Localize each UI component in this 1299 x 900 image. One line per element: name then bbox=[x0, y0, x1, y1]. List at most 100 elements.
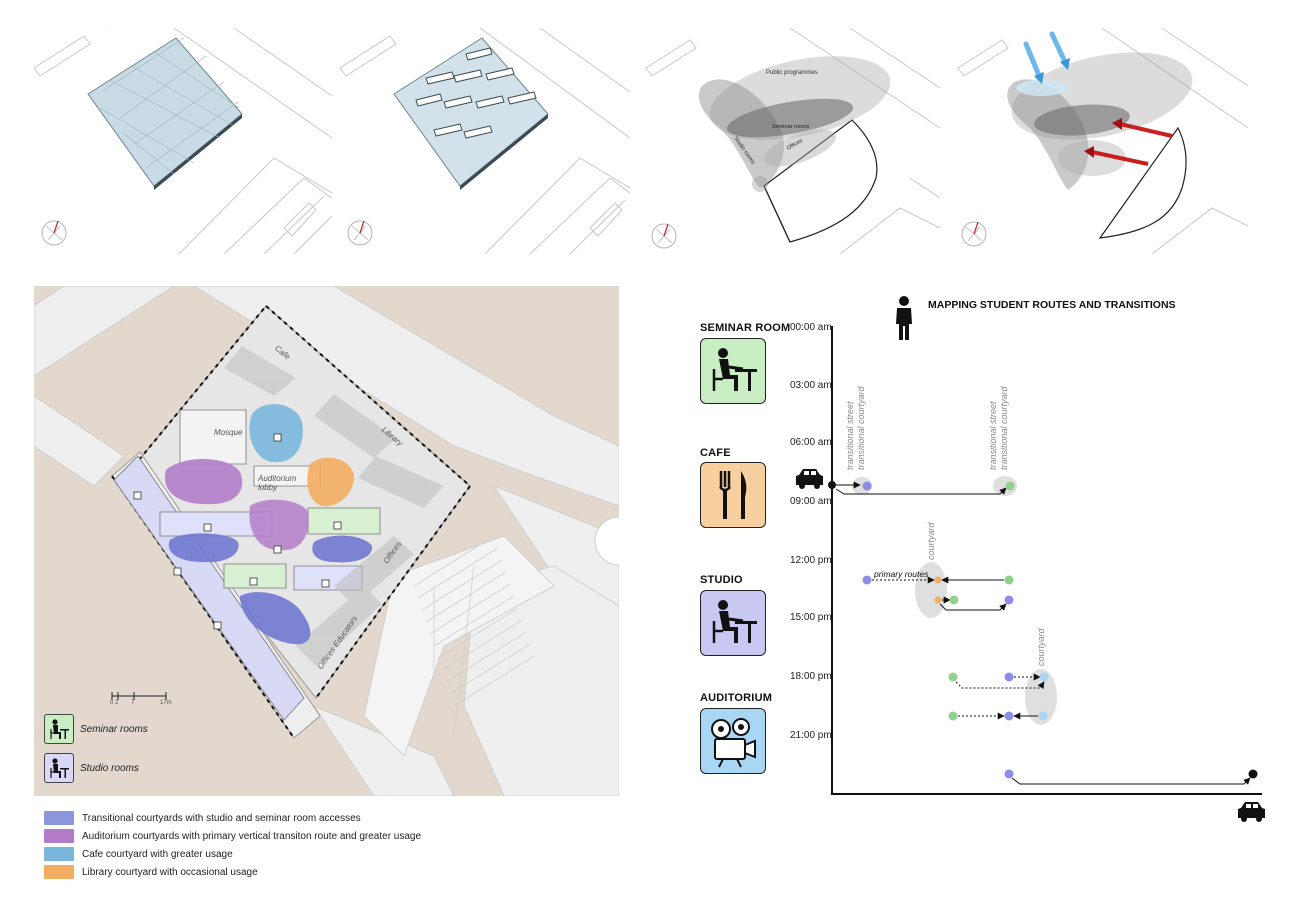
route-end-dot bbox=[1248, 769, 1258, 779]
wind-arrows-icon bbox=[1084, 118, 1173, 166]
legend-studio-rooms-label: Studio rooms bbox=[80, 762, 139, 774]
route-node-5 bbox=[934, 576, 942, 584]
fork-knife-icon bbox=[719, 471, 747, 519]
time-label-0900: 09:00 am bbox=[790, 496, 832, 507]
car-icon-start bbox=[796, 469, 823, 489]
routes-axes bbox=[831, 326, 1262, 795]
annotation-courtyard-1: courtyard bbox=[926, 522, 936, 560]
route-node-12 bbox=[948, 711, 958, 721]
legend-row-library: Library courtyard with occasional usage bbox=[44, 864, 258, 880]
legend-swatch-auditorium bbox=[44, 829, 74, 843]
category-seminar-room-tile bbox=[700, 338, 766, 404]
scale-tick-7: 7 bbox=[131, 700, 135, 706]
north-arrow-icon bbox=[347, 220, 373, 246]
halo-morning-1 bbox=[852, 477, 872, 495]
sunlight-arrows-icon bbox=[1023, 31, 1070, 84]
legend-studio-rooms: Studio rooms bbox=[44, 753, 139, 783]
annotation-primary-routes: primary routes bbox=[874, 569, 929, 579]
route-arrow-11 bbox=[1011, 777, 1251, 785]
route-node-4 bbox=[1004, 575, 1014, 585]
category-seminar-room-label: SEMINAR ROOM bbox=[700, 322, 791, 334]
legend-swatch-cafe bbox=[44, 847, 74, 861]
time-label-0000: 00:00 am bbox=[790, 322, 832, 333]
car-icon-end bbox=[1238, 802, 1265, 822]
diagram-roof-openings-drawing bbox=[340, 28, 630, 254]
category-studio-label: STUDIO bbox=[700, 574, 743, 586]
legend-label-cafe: Cafe courtyard with greater usage bbox=[82, 848, 233, 860]
seminar-desk-icon bbox=[712, 348, 757, 391]
route-arrow-7 bbox=[955, 681, 1045, 690]
route-node-10 bbox=[1004, 672, 1014, 682]
route-node-3 bbox=[862, 575, 872, 585]
route-node-9 bbox=[948, 672, 958, 682]
diagram-roof-solid bbox=[34, 28, 332, 254]
time-label-1500: 15:00 pm bbox=[790, 612, 832, 623]
route-arrow-2 bbox=[835, 487, 1007, 495]
courtyard-cafe bbox=[249, 404, 303, 463]
time-label-2100: 21:00 pm bbox=[790, 730, 832, 741]
studio-desk-icon bbox=[712, 600, 757, 643]
halo-evening bbox=[1025, 669, 1057, 725]
legend-row-auditorium: Auditorium courtyards with primary verti… bbox=[44, 828, 421, 844]
time-label-1200: 12:00 pm bbox=[790, 555, 832, 566]
diagram-program-zones: Public programmes Seminar rooms Offices … bbox=[640, 28, 940, 254]
category-cafe-label: CAFE bbox=[700, 447, 731, 459]
courtyard-transitional-east bbox=[312, 535, 373, 563]
legend-label-library: Library courtyard with occasional usage bbox=[82, 866, 258, 878]
film-projector-icon bbox=[711, 718, 756, 768]
student-person-icon bbox=[896, 296, 912, 340]
route-node-14 bbox=[1038, 711, 1048, 721]
north-arrow-icon bbox=[651, 223, 677, 249]
category-auditorium-tile bbox=[700, 708, 766, 774]
courtyard-auditorium-centre bbox=[249, 499, 309, 551]
scale-tick-0: 0 2 bbox=[110, 700, 119, 706]
courtyard-auditorium-west bbox=[164, 458, 243, 505]
diagram-program-zones-drawing: Public programmes Seminar rooms Offices … bbox=[645, 28, 940, 254]
legend-swatch-library bbox=[44, 865, 74, 879]
courtyard-library bbox=[307, 457, 354, 507]
studio-room-icon bbox=[44, 753, 74, 783]
time-label-0600: 06:00 am bbox=[790, 437, 832, 448]
category-auditorium-label: AUDITORIUM bbox=[700, 692, 773, 704]
legend-seminar-rooms-label: Seminar rooms bbox=[80, 723, 148, 735]
north-arrow-icon bbox=[961, 221, 987, 247]
legend-label-auditorium: Auditorium courtyards with primary verti… bbox=[82, 830, 422, 842]
time-label-0300: 03:00 am bbox=[790, 380, 832, 391]
route-node-11 bbox=[1039, 672, 1049, 682]
routes-title: MAPPING STUDENT ROUTES AND TRANSITIONS bbox=[928, 299, 1176, 311]
annotation-courtyard-2: courtyard bbox=[1036, 628, 1046, 666]
scale-tick-17m: 17m bbox=[160, 700, 172, 706]
scale-bar bbox=[111, 692, 167, 700]
category-studio-tile bbox=[700, 590, 766, 656]
halo-morning-2 bbox=[993, 476, 1017, 496]
legend-row-transitional: Transitional courtyards with studio and … bbox=[44, 810, 361, 826]
plan-label-mosque: Mosque bbox=[214, 428, 243, 437]
annotation-transitional-courtyard-2: transitional courtyard bbox=[999, 386, 1009, 470]
seminar-room-icon bbox=[44, 714, 74, 744]
annotation-transitional-street-2: transitional street bbox=[988, 401, 998, 470]
legend-seminar-rooms: Seminar rooms bbox=[44, 714, 148, 744]
courtyard-transitional-south bbox=[240, 592, 311, 645]
courtyard-transitional-west bbox=[168, 533, 239, 563]
route-node-6 bbox=[934, 596, 942, 604]
site-plan-drawing bbox=[34, 286, 619, 796]
diagram-roof-openings bbox=[340, 28, 630, 254]
route-node-2 bbox=[1005, 481, 1015, 491]
route-arrow-6 bbox=[939, 603, 1007, 611]
north-arrow-icon bbox=[41, 220, 67, 246]
diagram-light-wind-drawing bbox=[957, 28, 1248, 254]
diagram-roof-solid-drawing bbox=[34, 28, 332, 254]
diagram-light-wind bbox=[952, 28, 1248, 254]
legend-row-cafe: Cafe courtyard with greater usage bbox=[44, 846, 233, 862]
route-node-7 bbox=[949, 595, 959, 605]
annotation-transitional-courtyard-1: transitional courtyard bbox=[856, 386, 866, 470]
plan-label-auditorium-lobby: Auditorium lobby bbox=[258, 474, 297, 492]
annotation-transitional-street-1: transitional street bbox=[845, 401, 855, 470]
route-start-dot bbox=[828, 481, 836, 489]
category-cafe-tile bbox=[700, 462, 766, 528]
legend-swatch-transitional bbox=[44, 811, 74, 825]
route-node-15 bbox=[1004, 769, 1014, 779]
time-label-1800: 18:00 pm bbox=[790, 671, 832, 682]
label-seminar-rooms: Seminar rooms bbox=[772, 124, 810, 130]
route-node-1 bbox=[862, 481, 872, 491]
